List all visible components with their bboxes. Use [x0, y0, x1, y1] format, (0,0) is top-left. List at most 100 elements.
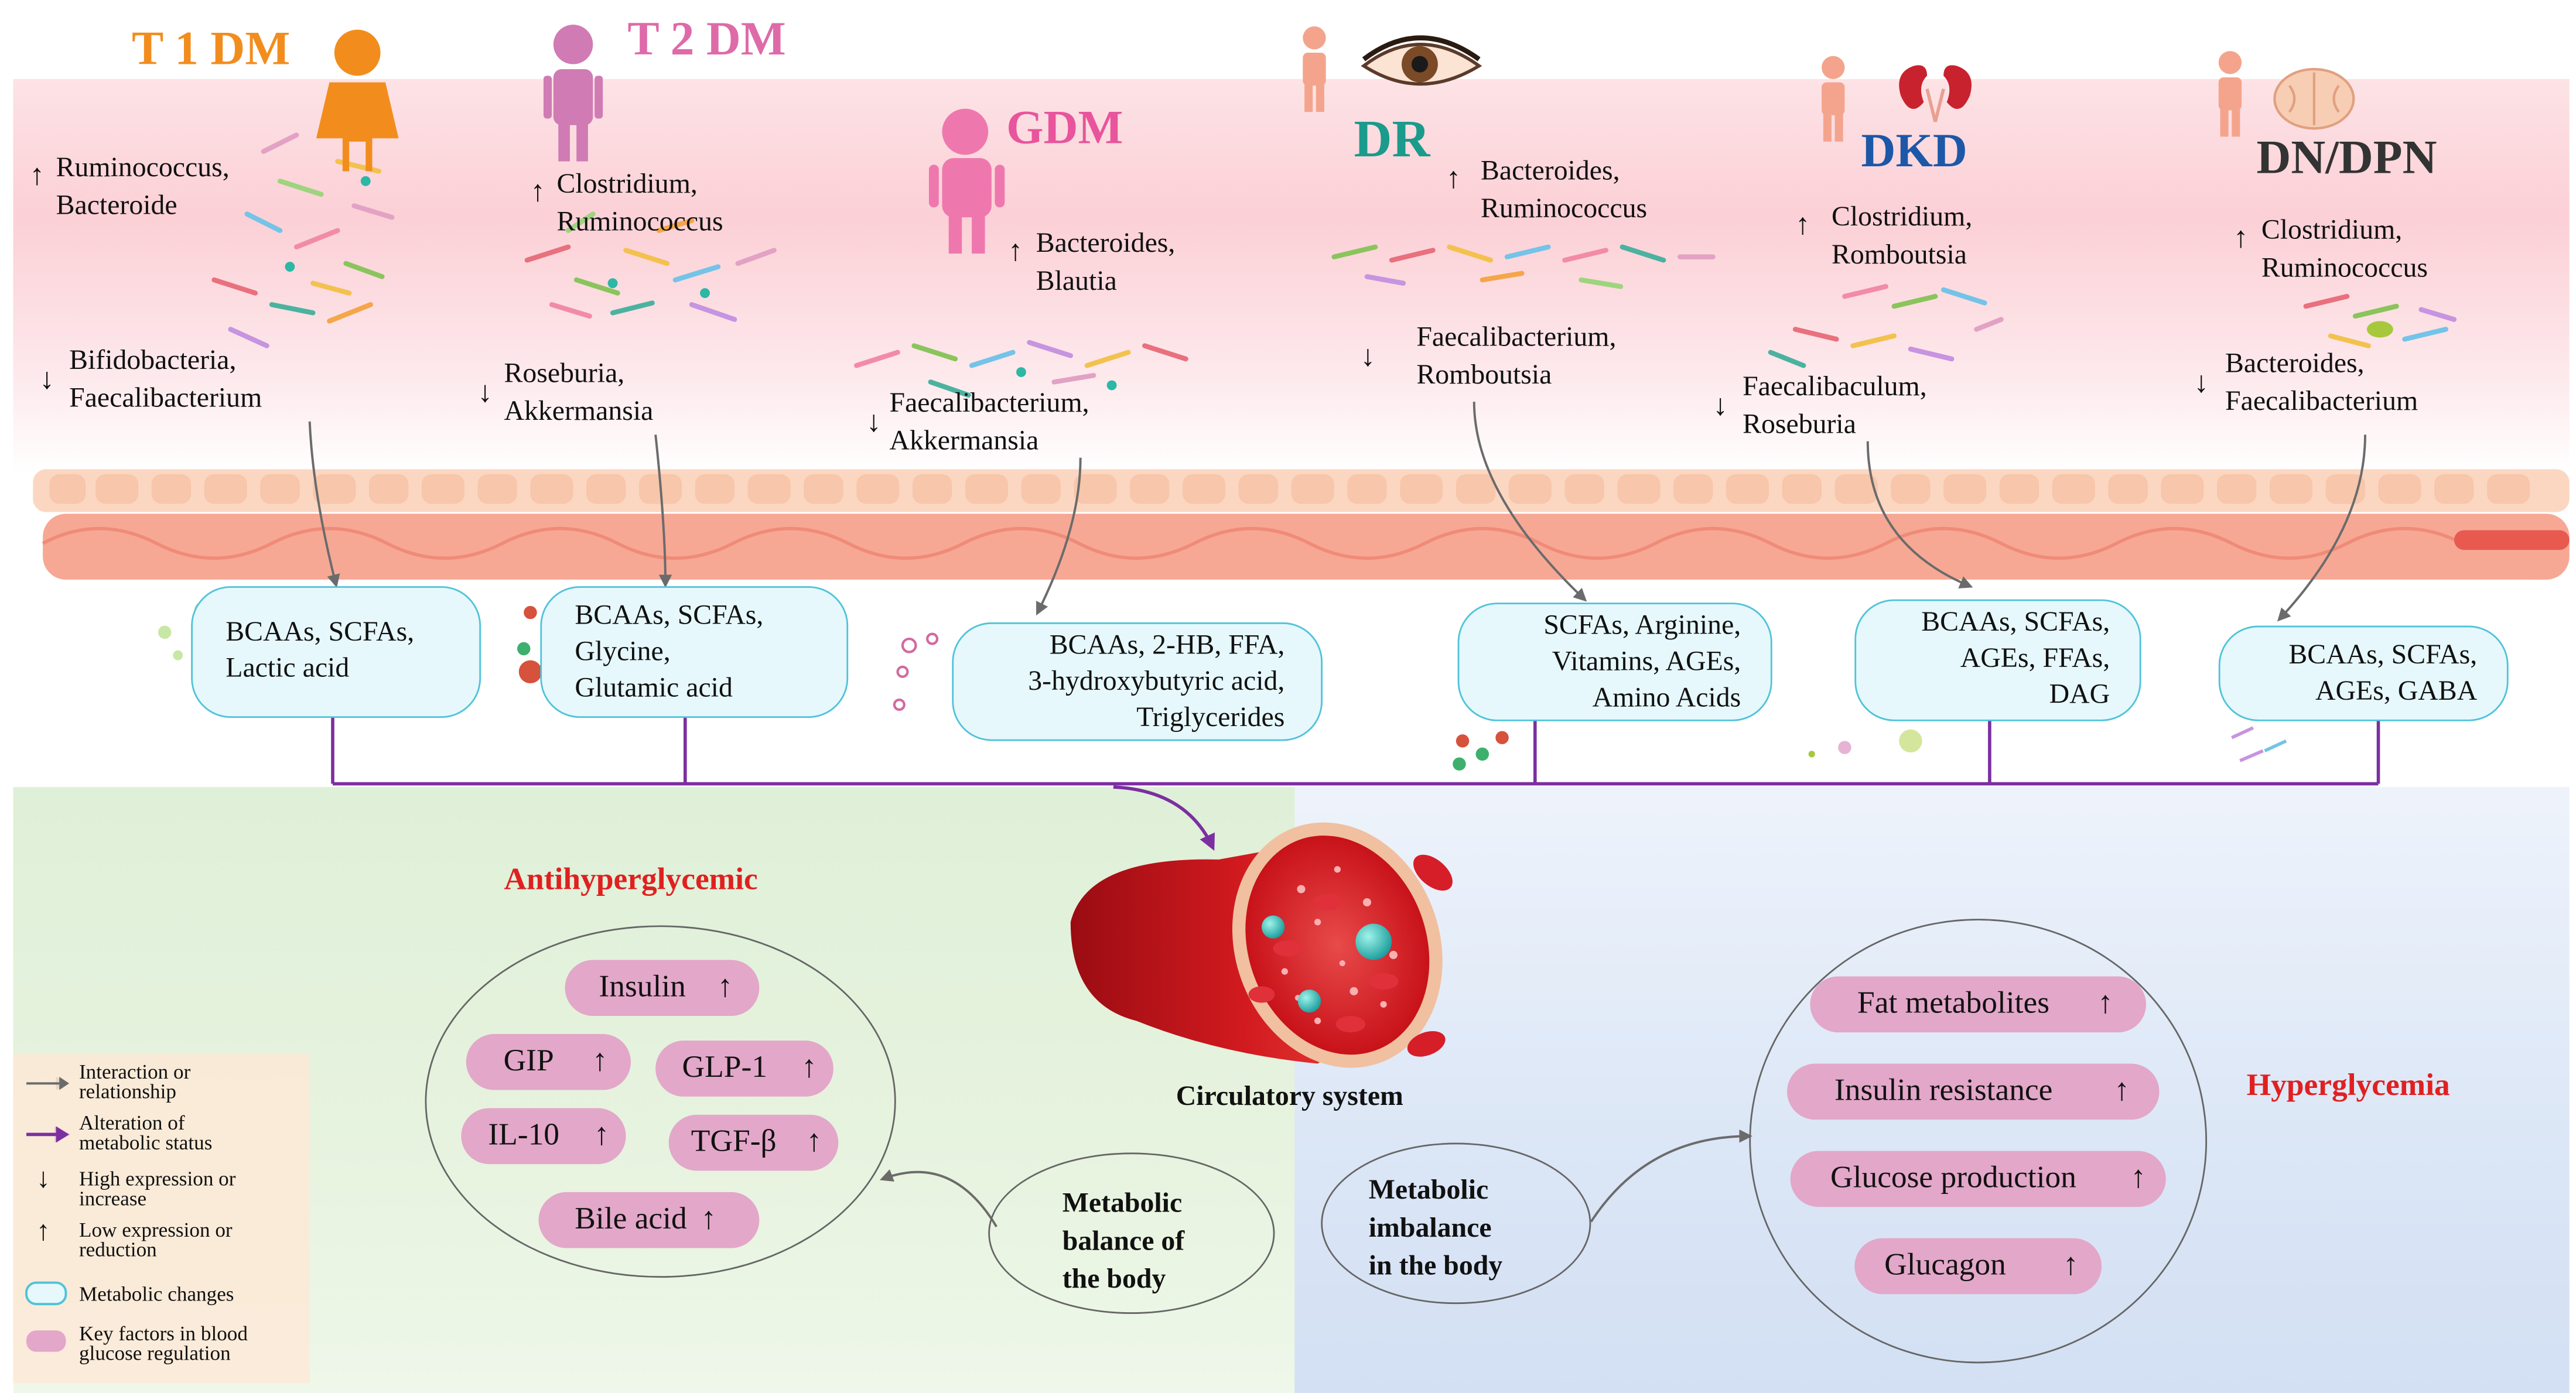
imbalance-label-line: in the body	[1368, 1250, 1503, 1281]
legend-key-factors-line: Key factors in blood	[78, 1322, 248, 1346]
legend-alteration-line: metabolic status	[78, 1131, 213, 1155]
down-arrow-icon: ↓	[477, 375, 493, 409]
up-arrow-icon: ↑	[701, 1202, 717, 1237]
gdm-down-taxon: Faecalibacterium,	[889, 386, 1089, 419]
dkd-up-taxon: Romboutsia	[1831, 238, 1967, 271]
factor-pill-tgfb: TGF-β ↑	[668, 1114, 839, 1171]
title-dndpn: DN/DPN	[2256, 131, 2437, 184]
legend-high-line: High expression or	[78, 1167, 236, 1191]
factor-label: Insulin resistance	[1834, 1073, 2053, 1108]
factor-label: Glucagon	[1884, 1248, 2006, 1283]
metabolite-particles	[158, 603, 2287, 771]
factor-pill-bile-acid: Bile acid ↑	[538, 1192, 760, 1248]
metabolite-line: BCAAs, SCFAs,	[1921, 605, 2110, 638]
t1dm-down-taxon: Bifidobacteria,	[69, 344, 237, 376]
factor-label: GLP-1	[682, 1050, 767, 1086]
interaction-arrows	[308, 402, 2367, 1227]
dndpn-up-taxon: Clostridium,	[2261, 214, 2403, 245]
down-arrow-icon: ↓	[866, 405, 882, 438]
down-arrow-icon: ↓	[36, 1162, 50, 1194]
legend: Interaction or relationship Alteration o…	[13, 1053, 310, 1384]
gut-lumen-band	[13, 78, 2570, 474]
gdm-down-taxon: Akkermansia	[889, 425, 1039, 456]
legend-metabolic-changes: Metabolic changes	[78, 1282, 234, 1306]
title-dkd: DKD	[1861, 125, 1967, 178]
dr-up-taxon: Ruminococcus	[1480, 193, 1648, 224]
t2dm-down-taxon: Akkermansia	[504, 395, 654, 427]
metabolite-line: 3-hydroxybutyric acid,	[1028, 665, 1285, 697]
person-icon-dkd	[1822, 56, 1845, 142]
bacteria-cluster-t2dm	[524, 211, 777, 322]
bacteria-cluster-t1dm	[211, 132, 395, 348]
factor-label: Fat metabolites	[1857, 986, 2050, 1021]
balance-label-line: Metabolic	[1062, 1187, 1183, 1219]
factor-pill-il10: IL-10↑	[461, 1108, 626, 1165]
gdm-up-taxon: Blautia	[1036, 265, 1117, 297]
metabolite-box-t2dm: BCAAs, SCFAs, Glycine, Glutamic acid	[540, 586, 849, 718]
metabolite-line: Amino Acids	[1592, 682, 1741, 713]
metabolite-line: Glycine,	[575, 635, 671, 667]
circulatory-system-label: Circulatory system	[1176, 1080, 1403, 1112]
legend-high-line: increase	[78, 1187, 147, 1210]
t1dm-up-taxon: Ruminococcus,	[56, 151, 230, 183]
hyperglycemia-ellipse	[1749, 919, 2208, 1364]
legend-key-factors-line: glucose regulation	[78, 1341, 231, 1365]
factor-pill-glucagon: Glucagon ↑	[1854, 1238, 2102, 1295]
metabolite-line: AGEs, FFAs,	[1960, 642, 2110, 674]
up-arrow-icon: ↑	[801, 1050, 817, 1086]
imbalance-label-line: imbalance	[1368, 1211, 1492, 1244]
t2dm-up-taxon: Ruminococcus	[556, 206, 723, 237]
t2dm-up-taxon: Clostridium,	[556, 167, 698, 200]
metabolite-box-dndpn: BCAAs, SCFAs, AGEs, GABA	[2218, 625, 2509, 721]
factor-pill-gip: GIP↑	[466, 1033, 631, 1090]
kidney-icon	[1899, 65, 1972, 122]
dndpn-down-taxon: Bacteroides,	[2225, 347, 2365, 379]
up-arrow-icon: ↑	[806, 1124, 822, 1159]
title-dr: DR	[1354, 108, 1430, 168]
balance-label-line: the body	[1062, 1262, 1166, 1295]
up-arrow-icon: ↑	[717, 970, 733, 1005]
dndpn-down-taxon: Faecalibacterium	[2225, 385, 2418, 417]
antihyperglycemic-ellipse	[425, 925, 896, 1278]
balance-label-line: balance of	[1062, 1225, 1185, 1257]
down-arrow-icon: ↓	[39, 362, 54, 395]
factor-label: TGF-β	[691, 1124, 777, 1159]
factor-pill-glucose-production: Glucose production↑	[1790, 1151, 2166, 1207]
factor-label: Glucose production	[1830, 1161, 2076, 1196]
metabolite-line: Triglycerides	[1136, 701, 1285, 733]
metabolic-alteration-lines	[331, 711, 2380, 851]
t1dm-up-taxon: Bacteroide	[56, 189, 177, 221]
metabolite-box-dkd: BCAAs, SCFAs, AGEs, FFAs, DAG	[1854, 599, 2141, 721]
gdm-up-taxon: Bacteroides,	[1036, 227, 1176, 259]
t1dm-down-taxon: Faecalibacterium	[69, 382, 262, 413]
down-arrow-icon: ↓	[1713, 388, 1728, 422]
up-arrow-icon: ↑	[29, 158, 45, 191]
up-arrow-icon: ↑	[530, 174, 545, 208]
metabolite-line: Vitamins, AGEs,	[1552, 645, 1741, 677]
up-arrow-icon: ↑	[2063, 1248, 2079, 1283]
bacteria-cluster-dr	[1331, 244, 1716, 289]
factor-pill-insulin: Insulin ↑	[565, 960, 760, 1016]
t2dm-down-taxon: Roseburia,	[504, 357, 625, 389]
brain-icon	[2273, 67, 2355, 130]
up-arrow-icon: ↑	[2233, 220, 2249, 254]
title-t1dm: T 1 DM	[131, 23, 291, 76]
up-arrow-icon: ↑	[1007, 234, 1023, 267]
blood-vessel-illustration	[1070, 822, 1453, 1068]
dkd-down-taxon: Roseburia	[1743, 408, 1856, 440]
eye-icon	[1361, 35, 1482, 86]
antihyperglycemic-title: Antihyperglycemic	[504, 863, 758, 898]
factor-label: Insulin	[599, 970, 686, 1005]
hyperglycemia-title: Hyperglycemia	[2246, 1068, 2450, 1104]
person-icon-dndpn	[2218, 51, 2242, 137]
legend-interaction-line: Interaction or	[78, 1060, 191, 1084]
factor-pill-fat-metabolites: Fat metabolites ↑	[1810, 976, 2147, 1033]
up-arrow-icon: ↑	[2097, 986, 2113, 1021]
down-arrow-icon: ↓	[1360, 339, 1376, 372]
metabolite-box-gdm: BCAAs, 2-HB, FFA, 3-hydroxybutyric acid,…	[952, 622, 1323, 741]
legend-low-line: Low expression or	[78, 1218, 233, 1242]
up-arrow-icon: ↑	[1795, 207, 1810, 241]
bacteria-cluster-gdm	[854, 340, 1188, 398]
factor-label: Bile acid	[575, 1202, 687, 1237]
